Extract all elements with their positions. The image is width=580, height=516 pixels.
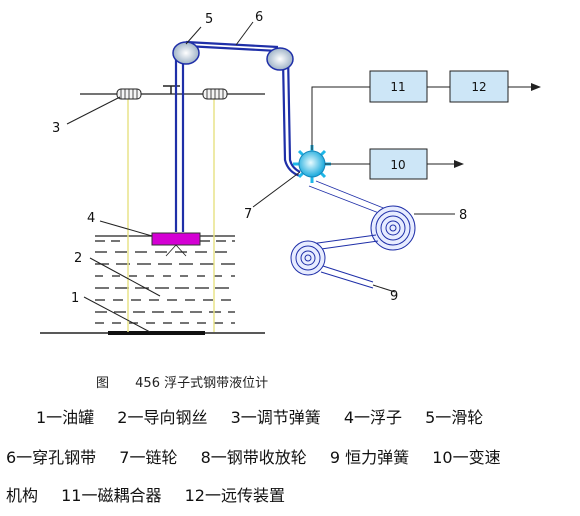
leader-9 (372, 284, 396, 293)
callout-3: 3 (52, 121, 60, 136)
box-label-10: 10 (390, 158, 405, 172)
figure-caption: 图 456 浮子式钢带液位计 (96, 372, 268, 391)
legend-item: 5一滑轮 (425, 408, 484, 427)
figure-title: 456 浮子式钢带液位计 (135, 376, 269, 391)
legend-line-2: 6一穿孔钢带 7一链轮 8一钢带收放轮 9 恒力弹簧 10一变速 (6, 444, 519, 468)
liquid-surface-lines (95, 235, 235, 324)
legend-item: 机构 (6, 486, 39, 505)
remote-transmitter-box (449, 70, 509, 103)
callout-4: 4 (87, 211, 95, 226)
callout-2: 2 (74, 251, 82, 266)
link-to-coupler (311, 86, 370, 150)
callout-6: 6 (255, 10, 263, 25)
callout-7: 7 (244, 207, 252, 222)
magnetic-coupler-box (369, 70, 428, 103)
legend-item: 6一穿孔钢带 (6, 448, 97, 467)
float-leg-right (175, 244, 187, 257)
callout-9: 9 (390, 289, 398, 304)
legend-item: 8一钢带收放轮 (200, 448, 307, 467)
callout-1: 1 (71, 291, 79, 306)
level-gauge-diagram: 11 12 10 3 4 2 1 5 (40, 10, 541, 335)
pulley-right (266, 47, 294, 71)
box-label-11: 11 (390, 80, 405, 94)
float-leg-left (165, 244, 177, 257)
legend-item: 1一油罐 (36, 408, 95, 427)
legend-item: 4一浮子 (343, 408, 403, 427)
pulley-left (172, 41, 200, 65)
belt-to-reel (308, 180, 387, 216)
legend-item: 2一导向钢丝 (117, 408, 208, 427)
legend-line-1: 1一油罐 2一导向钢丝 3一调节弹簧 4一浮子 5一滑轮 (36, 404, 501, 428)
callout-leaders (66, 21, 301, 333)
figure-label: 图 (96, 376, 110, 391)
legend-item: 10一变速 (432, 448, 501, 467)
legend-item: 3一调节弹簧 (230, 408, 321, 427)
belt-reel (370, 205, 416, 251)
legend-item: 11一磁耦合器 (61, 486, 162, 505)
legend-item: 7一链轮 (119, 448, 178, 467)
float (151, 232, 201, 246)
adjusting-spring-left (116, 88, 142, 100)
box-label-12: 12 (471, 80, 486, 94)
legend-item: 12一远传装置 (184, 486, 285, 505)
legend-line-3: 机构 11一磁耦合器 12一远传装置 (6, 482, 303, 506)
constant-force-spring (290, 240, 326, 276)
legend-item: 9 恒力弹簧 (329, 448, 410, 467)
callout-8: 8 (459, 208, 467, 223)
sprocket (293, 145, 331, 183)
gearbox-box (369, 148, 428, 180)
callout-5: 5 (205, 12, 213, 27)
adjusting-spring-right (202, 88, 228, 100)
perforated-steel-belt (174, 40, 301, 232)
